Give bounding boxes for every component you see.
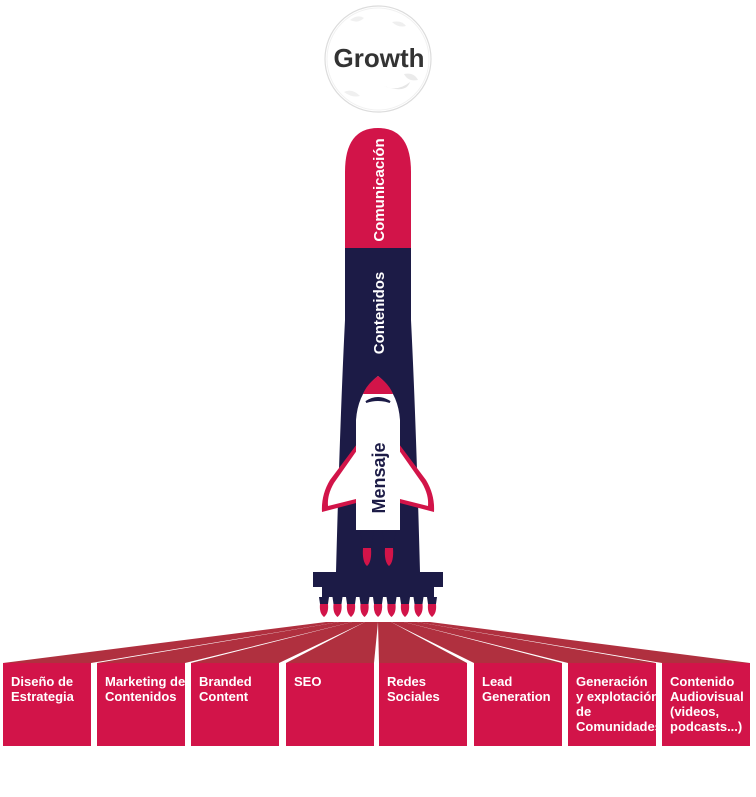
launch-ray xyxy=(404,622,656,663)
launch-ray xyxy=(417,622,750,663)
launch-ray xyxy=(378,622,467,663)
contenidos-label: Contenidos xyxy=(371,272,388,355)
launch-ray xyxy=(97,622,352,663)
engine-nozzle xyxy=(359,597,370,617)
engine-nozzle xyxy=(386,597,397,617)
engine-nozzle xyxy=(373,597,383,617)
engine-nozzle xyxy=(413,597,424,617)
engine-nozzle xyxy=(346,597,356,617)
launch-ray xyxy=(391,622,562,663)
launch-ray xyxy=(286,622,378,663)
comunicacion-label: Comunicación xyxy=(371,138,388,241)
space-shuttle: Mensaje xyxy=(321,376,435,566)
engine-nozzles xyxy=(319,597,437,617)
rocket-nose xyxy=(345,128,411,248)
engine-nozzle xyxy=(332,597,343,617)
service-label: SEO xyxy=(294,674,321,689)
launch-ray xyxy=(191,622,365,663)
engine-nozzle xyxy=(427,597,437,617)
engine-nozzle xyxy=(400,597,410,617)
mensaje-label: Mensaje xyxy=(369,442,389,513)
engine-nozzle xyxy=(319,597,329,617)
rocket-base-lower xyxy=(322,587,434,597)
rocket: Comunicación Contenidos Mensaje xyxy=(313,128,443,617)
moon: Growth xyxy=(324,5,432,113)
growth-label: Growth xyxy=(334,43,425,73)
service-box: SEO xyxy=(286,663,374,746)
launch-ray xyxy=(3,622,339,663)
rocket-base xyxy=(313,572,443,587)
launch-rays xyxy=(3,622,750,663)
